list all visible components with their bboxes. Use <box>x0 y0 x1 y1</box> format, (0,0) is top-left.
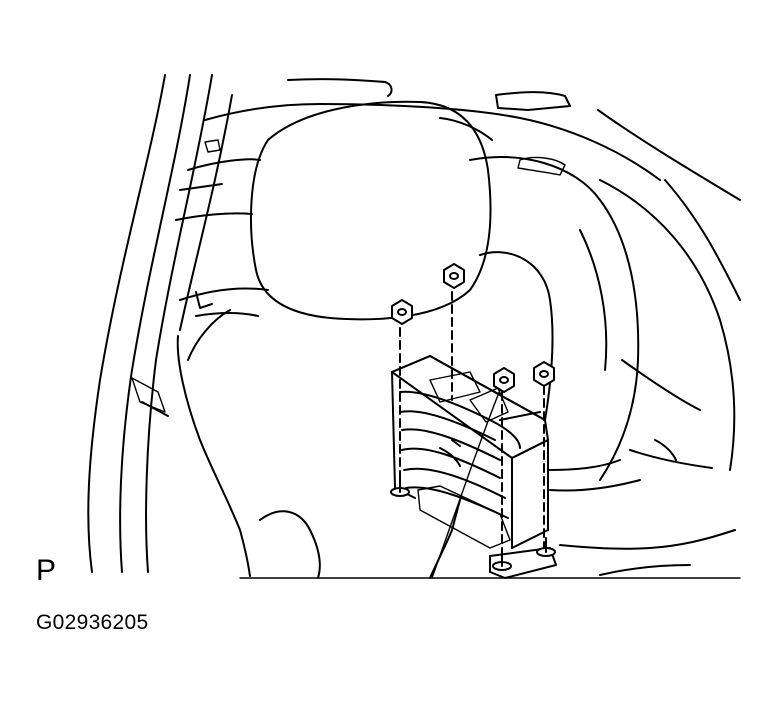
nut-4 <box>533 361 555 387</box>
headrest <box>250 100 492 321</box>
figure-code: G02936205 <box>36 611 149 634</box>
pillar-trim <box>87 74 233 573</box>
ecu-bracket <box>391 355 557 579</box>
seat-cushion <box>179 287 736 579</box>
seat-back <box>176 156 736 577</box>
bolt-guide-lines <box>399 291 545 561</box>
nut-2 <box>443 263 465 289</box>
view-label: P <box>36 554 57 587</box>
stud-bolts <box>390 477 556 571</box>
rear-interior-panels <box>175 78 741 301</box>
nut-1 <box>391 299 413 325</box>
nut-3 <box>493 367 515 393</box>
